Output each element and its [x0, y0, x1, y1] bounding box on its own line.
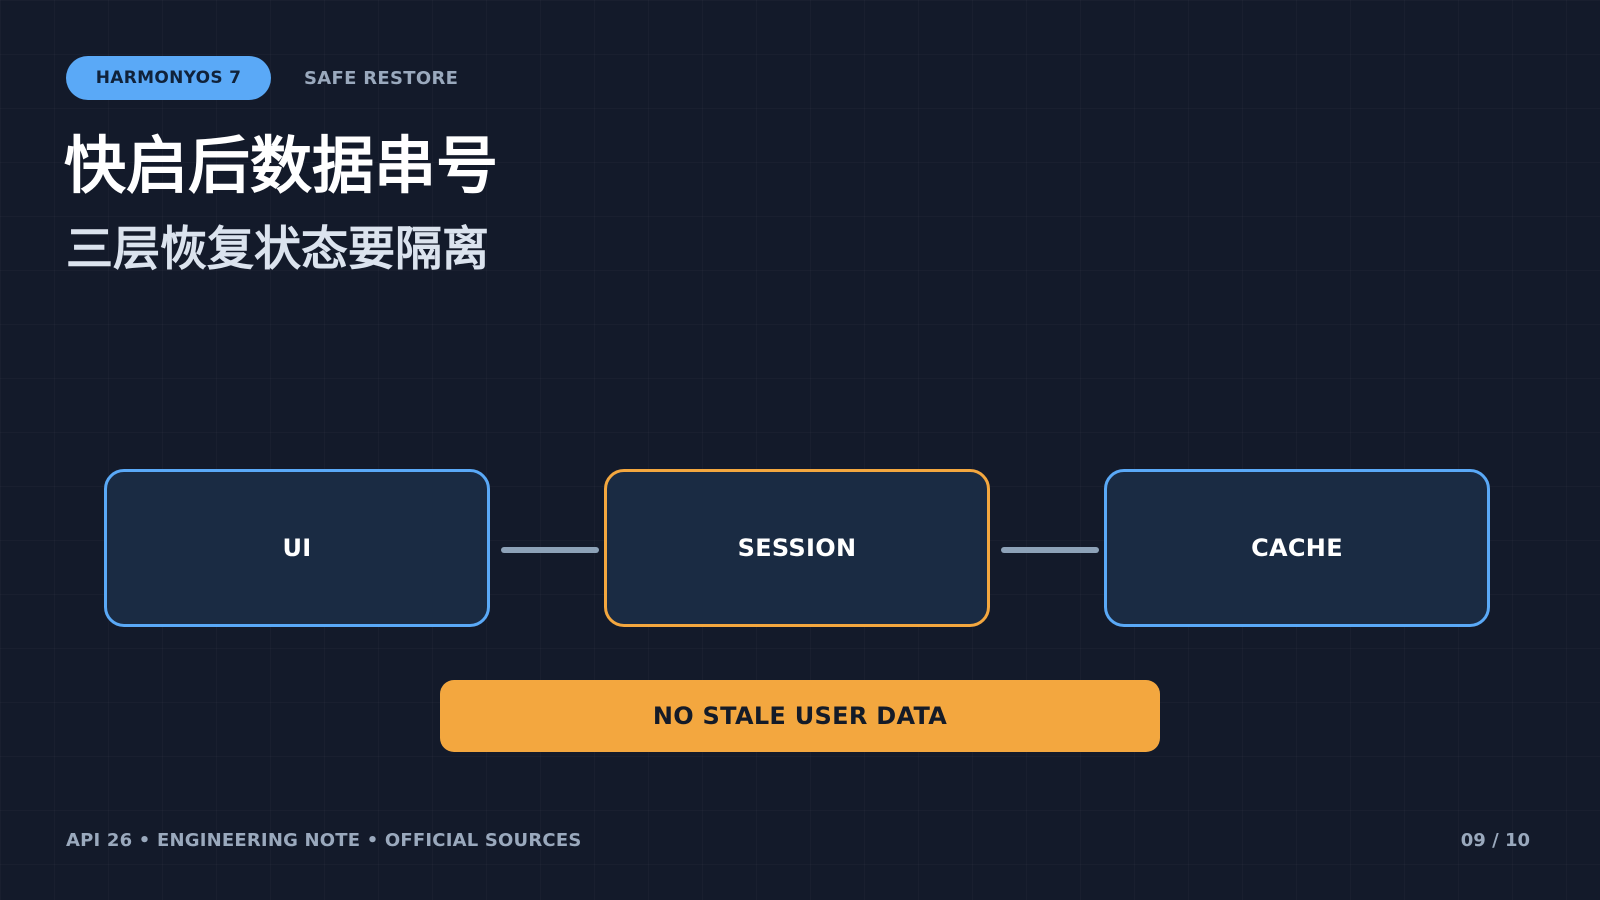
node-session: SESSION [604, 469, 990, 627]
section-label: SAFE RESTORE [304, 67, 459, 89]
platform-tag: HARMONYOS 7 [66, 56, 271, 100]
footer-meta: API 26 • ENGINEERING NOTE • OFFICIAL SOU… [66, 830, 582, 851]
page-number: 09 / 10 [1460, 830, 1530, 851]
node-cache: CACHE [1104, 469, 1490, 627]
node-cache-label: CACHE [1251, 534, 1343, 562]
connector-session-cache [1001, 547, 1099, 553]
warning-banner-label: NO STALE USER DATA [652, 702, 948, 730]
node-session-label: SESSION [737, 534, 857, 562]
node-ui-label: UI [282, 534, 312, 562]
page-title: 快启后数据串号 [64, 129, 499, 202]
page-subtitle: 三层恢复状态要隔离 [66, 222, 489, 277]
connector-ui-session [501, 547, 599, 553]
node-ui: UI [104, 469, 490, 627]
warning-banner: NO STALE USER DATA [440, 680, 1160, 752]
